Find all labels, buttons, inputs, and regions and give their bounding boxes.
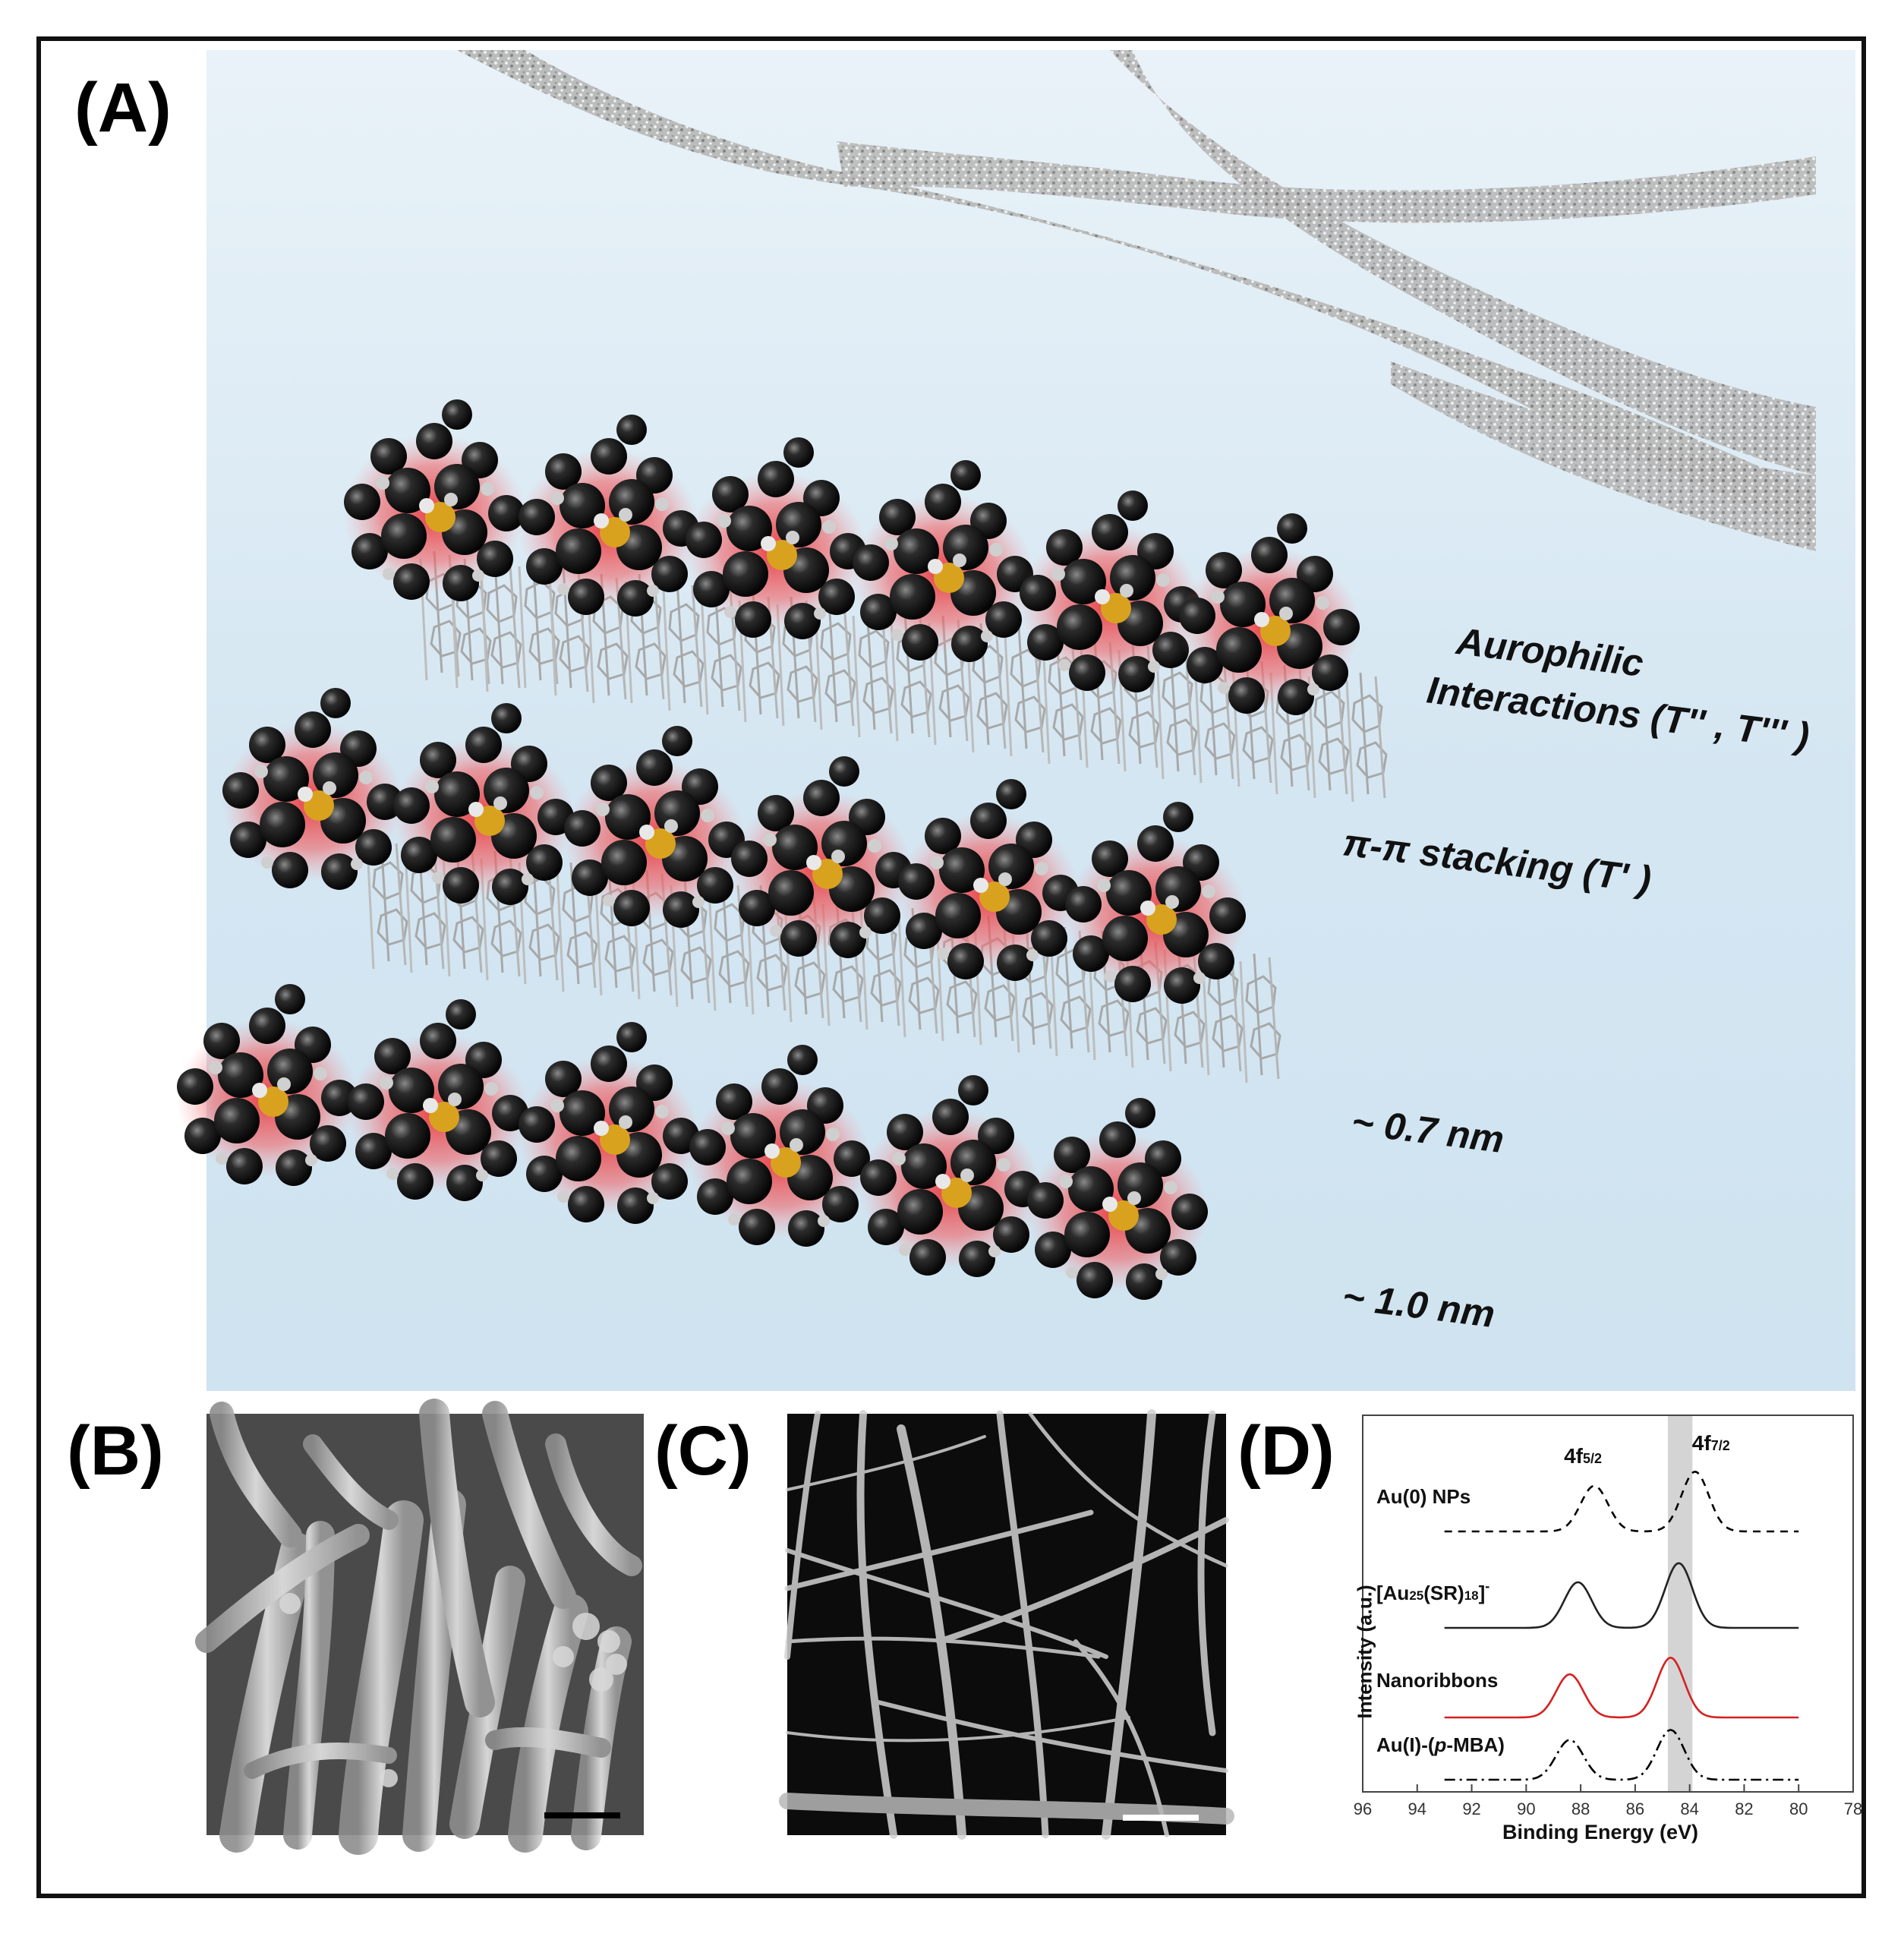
plot-area (1362, 1415, 1854, 1793)
series-label: Nanoribbons (1376, 1669, 1498, 1692)
series-label: Au(I)-(p-MBA) (1376, 1733, 1505, 1756)
panel-c-tem-image (779, 1409, 1234, 1840)
x-tick-label: 86 (1626, 1799, 1644, 1818)
cluster-row-bottom (176, 984, 1209, 1300)
sem-texture (195, 1399, 644, 1855)
x-tick-label: 80 (1789, 1799, 1808, 1818)
x-tick-label: 84 (1680, 1799, 1698, 1818)
panel-b-sem-image (195, 1399, 644, 1855)
series-label: [Au25(SR)18]- (1376, 1579, 1489, 1604)
x-tick-label: 94 (1408, 1799, 1426, 1818)
y-axis-label: Intensity (a.u.) (1353, 1585, 1376, 1719)
x-tick-label: 82 (1735, 1799, 1753, 1818)
x-tick-label: 90 (1517, 1799, 1535, 1818)
x-axis-label: Binding Energy (eV) (1502, 1821, 1698, 1843)
nanoribbon-ribbons (457, 50, 1816, 551)
scale-bar (1123, 1815, 1199, 1821)
highlight-band (1667, 1416, 1693, 1791)
cluster-row-middle (222, 688, 1247, 1004)
panel-label-a: (A) (74, 69, 172, 147)
peak-label: 4f5/2 (1564, 1444, 1602, 1468)
tem-fibers (779, 1409, 1234, 1840)
series-line-3 (1444, 1729, 1799, 1781)
series-line-1 (1444, 1562, 1799, 1629)
series-line-0 (1444, 1470, 1799, 1533)
panel-label-c: (C) (654, 1412, 752, 1490)
x-tick-label: 96 (1354, 1799, 1372, 1818)
scale-bar (544, 1812, 620, 1818)
series-label: Au(0) NPs (1376, 1485, 1471, 1508)
x-tick-label: 88 (1571, 1799, 1590, 1818)
x-tick-label: 78 (1844, 1799, 1862, 1818)
cluster-row-top (343, 399, 1360, 715)
panel-label-b: (B) (67, 1412, 164, 1490)
x-tick-label: 92 (1462, 1799, 1480, 1818)
series-line-2 (1444, 1656, 1799, 1719)
panel-label-d: (D) (1237, 1412, 1335, 1490)
peak-label: 4f7/2 (1692, 1431, 1730, 1455)
panel-a-illustration (176, 50, 1855, 1391)
self-assembly-schematic (176, 50, 1816, 1300)
